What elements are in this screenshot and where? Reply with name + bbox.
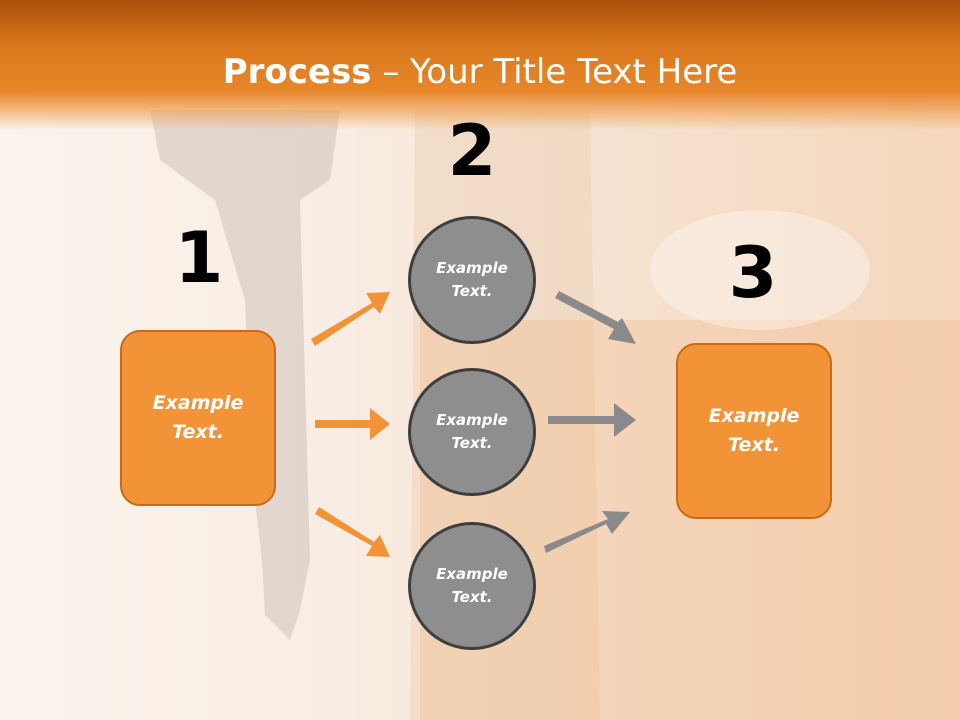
circle-top-text: Example Text. xyxy=(436,259,508,300)
arrow-left-to-bottom xyxy=(315,507,390,557)
title-rest: – Your Title Text Here xyxy=(371,52,738,92)
circle-middle[interactable]: Example Text. xyxy=(408,368,536,496)
title-bar xyxy=(0,0,960,130)
key-silhouette xyxy=(150,110,340,640)
arrow-left-to-middle xyxy=(315,408,390,440)
circle-middle-text: Example Text. xyxy=(436,411,508,452)
arrow-left-to-top xyxy=(311,292,390,346)
arrow-top-to-right xyxy=(555,291,636,344)
arrow-middle-to-right xyxy=(548,403,636,437)
right-box-text: Example Text. xyxy=(708,405,800,456)
step-number-1: 1 xyxy=(174,217,224,299)
left-box-text: Example Text. xyxy=(152,392,244,443)
title-bold: Process xyxy=(222,52,372,92)
slide-title: Process – Your Title Text Here xyxy=(0,52,960,92)
glass-shine xyxy=(650,210,870,330)
right-box[interactable]: Example Text. xyxy=(676,343,832,519)
left-box[interactable]: Example Text. xyxy=(120,330,276,506)
step-number-3: 3 xyxy=(728,232,778,314)
circle-top[interactable]: Example Text. xyxy=(408,216,536,344)
step-number-2: 2 xyxy=(447,110,497,192)
arrow-bottom-to-right xyxy=(544,511,630,553)
circle-bottom-text: Example Text. xyxy=(436,565,508,606)
circle-bottom[interactable]: Example Text. xyxy=(408,522,536,650)
